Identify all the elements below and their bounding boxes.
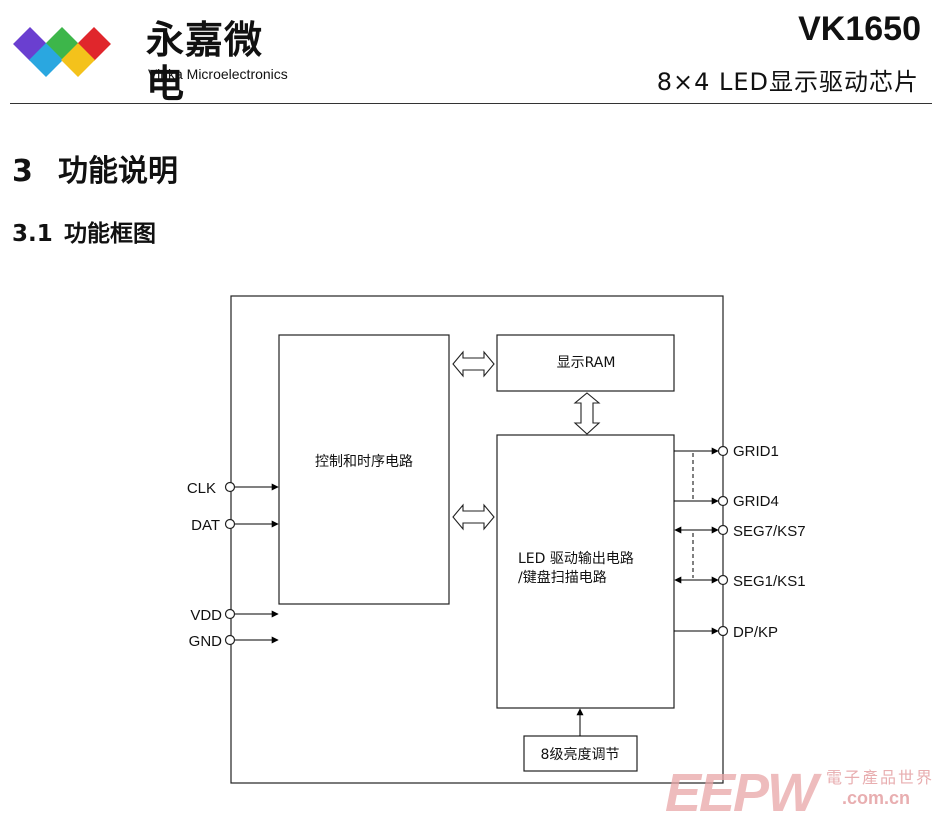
pin-gnd-label: GND: [189, 633, 223, 650]
control-driver-double-arrow: [452, 503, 495, 531]
pin-grid1-label: GRID1: [733, 443, 779, 460]
led-driver-label-line1: LED 驱动输出电路: [518, 551, 634, 567]
subsection-title: 功能框图: [64, 221, 156, 247]
pin-dat-label: DAT: [191, 517, 220, 534]
document-subtitle: 8×4 LED显示驱动芯片: [656, 68, 919, 96]
section-title: 功能说明: [58, 154, 178, 189]
document-title: VK1650: [798, 10, 921, 48]
subsection-heading: 3.1 功能框图: [12, 214, 156, 248]
led-driver-block: [496, 434, 675, 709]
control-ram-double-arrow: [452, 350, 495, 378]
eepw-watermark-logo: EEPW: [665, 763, 818, 823]
chip-outline: [230, 295, 724, 784]
pin-clk-circle: [224, 481, 236, 493]
pin-seg1-circle: [717, 574, 729, 586]
company-logo: 永嘉微电 Vinka Microelectronics: [12, 10, 292, 106]
brightness-label: 8级亮度调节: [541, 746, 620, 763]
pin-gnd-circle: [224, 634, 236, 646]
pin-dat-circle: [224, 518, 236, 530]
eepw-watermark-chinese: 電子產品世界: [826, 768, 935, 787]
subsection-number: 3.1: [12, 221, 53, 247]
control-timing-label: 控制和时序电路: [315, 454, 413, 470]
pin-seg7-circle: [717, 524, 729, 536]
header-divider: [10, 103, 932, 104]
pin-dp-label: DP/KP: [733, 624, 778, 641]
logo-english-name: Vinka Microelectronics: [148, 66, 288, 82]
pin-vdd-circle: [224, 608, 236, 620]
pin-grid4-label: GRID4: [733, 493, 779, 510]
pin-seg1-label: SEG1/KS1: [733, 573, 806, 590]
section-heading: 3 功能说明: [12, 146, 178, 190]
led-driver-label-line2: /键盘扫描电路: [518, 569, 607, 586]
pin-grid1-circle: [717, 445, 729, 457]
eepw-watermark-url: .com.cn: [842, 788, 911, 808]
pin-clk-label: CLK: [187, 480, 216, 497]
pin-dp-circle: [717, 625, 729, 637]
ram-driver-double-arrow: [573, 392, 601, 435]
pin-grid4-circle: [717, 495, 729, 507]
pin-seg7-label: SEG7/KS7: [733, 523, 806, 540]
display-ram-block: [496, 334, 675, 392]
section-number: 3: [12, 154, 33, 189]
pin-vdd-label: VDD: [190, 607, 222, 624]
logo-chinese-name: 永嘉微电: [146, 18, 264, 106]
display-ram-label: 显示RAM: [557, 355, 616, 371]
control-timing-block: [278, 334, 450, 605]
